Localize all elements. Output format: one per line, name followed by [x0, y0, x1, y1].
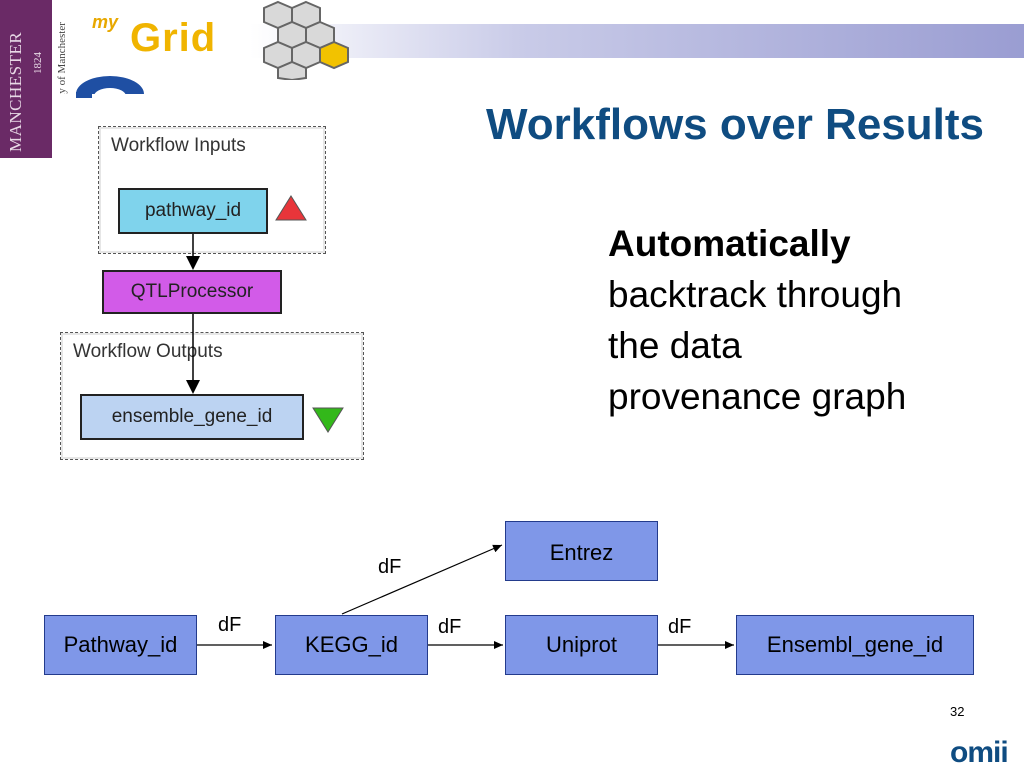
workflow-processor-node[interactable]: QTLProcessor	[102, 270, 282, 314]
partial-logo-icon	[58, 76, 154, 106]
prov-node-pathway-id: Pathway_id	[44, 615, 197, 675]
slide-title: Workflows over Results	[486, 100, 984, 149]
body-line: the data	[608, 325, 742, 366]
workflow-outputs-label: Workflow Outputs	[73, 341, 223, 362]
body-line: provenance graph	[608, 376, 907, 417]
mygrid-logo-grid: Grid	[130, 16, 217, 60]
manchester-logo-text: MANCHESTER	[6, 31, 25, 152]
prov-node-ensembl-gene-id: Ensembl_gene_id	[736, 615, 974, 675]
edge-label-dF: dF	[668, 616, 692, 638]
mygrid-logo-my: my	[92, 12, 119, 32]
manchester-logo: MANCHESTER 1824	[0, 0, 52, 158]
edge-label-dF: dF	[218, 614, 242, 636]
body-emphasis: Automatically	[608, 223, 851, 264]
mygrid-logo: my Grid	[92, 8, 262, 60]
workflow-input-node[interactable]: pathway_id	[118, 188, 268, 234]
manchester-logo-year: 1824	[32, 52, 44, 74]
workflow-inputs-label: Workflow Inputs	[111, 135, 246, 156]
prov-node-entrez: Entrez	[505, 521, 658, 581]
prov-node-uniprot: Uniprot	[505, 615, 658, 675]
edge-label-dF: dF	[378, 556, 402, 578]
prov-node-kegg-id: KEGG_id	[275, 615, 428, 675]
edge-label-dF: dF	[438, 616, 462, 638]
body-line: backtrack through	[608, 274, 903, 315]
edge-kegg-entrez	[341, 544, 503, 615]
header-band	[250, 24, 1024, 58]
page-number: 32	[950, 704, 965, 719]
cube-cluster-icon	[263, 0, 349, 80]
body-text: Automatically backtrack through the data…	[608, 218, 1008, 422]
workflow-output-node[interactable]: ensemble_gene_id	[80, 394, 304, 440]
wf-arrowhead-processor	[186, 256, 200, 270]
omii-logo: omii	[950, 736, 1009, 769]
